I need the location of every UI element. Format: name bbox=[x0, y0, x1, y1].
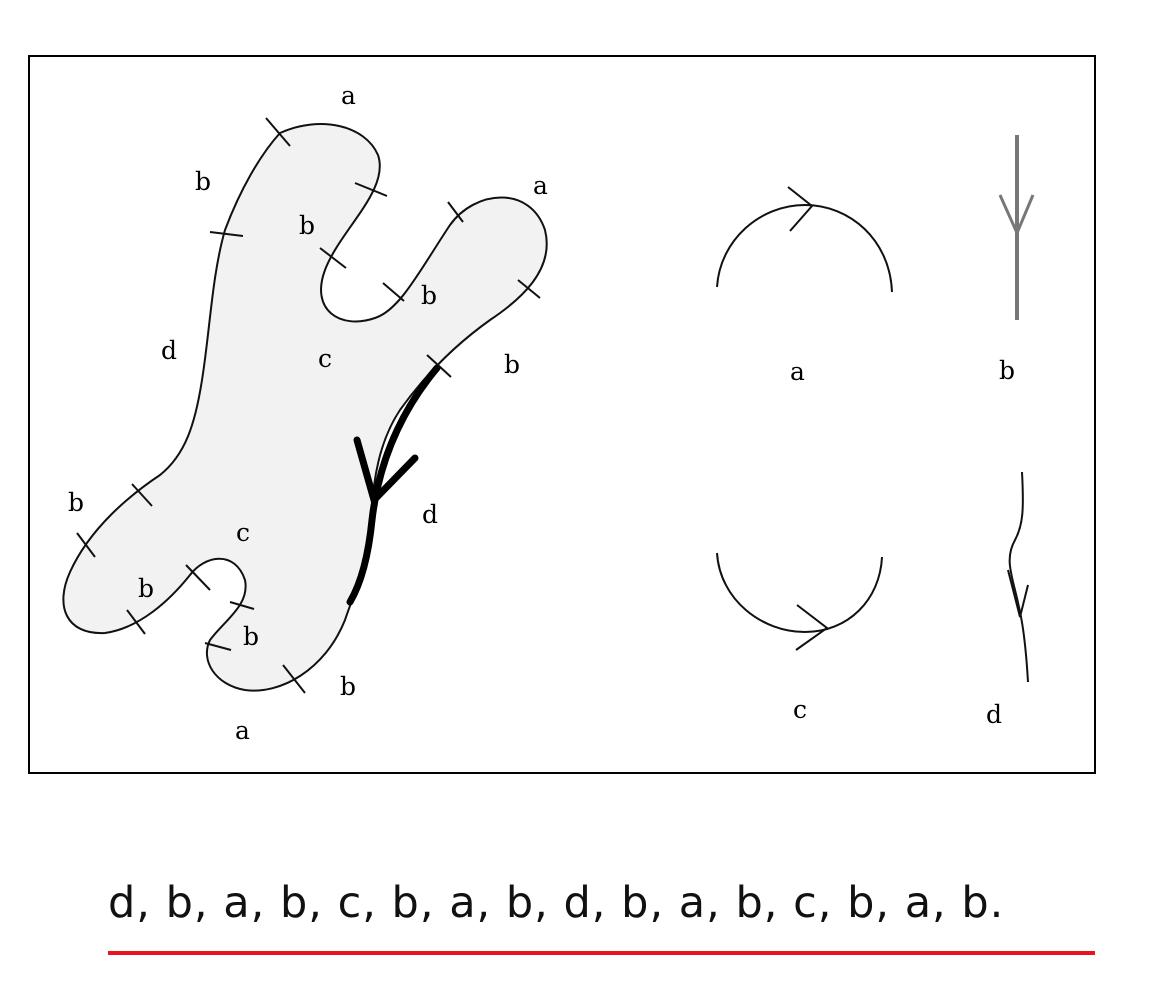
surface-label-b-lower-left: b bbox=[138, 574, 154, 603]
generator-label-a: a bbox=[790, 357, 805, 386]
surface-label-b-upper-left: b bbox=[195, 167, 211, 196]
generator-b bbox=[998, 135, 1035, 320]
surface-label-c-lower: c bbox=[236, 518, 250, 547]
surface-label-b-inner-left: b bbox=[299, 211, 315, 240]
surface-label-a-top: a bbox=[341, 81, 356, 110]
sequence-underline bbox=[108, 951, 1095, 955]
surface-label-d-arrow: d bbox=[422, 500, 438, 529]
generator-c bbox=[716, 552, 883, 651]
surface-label-b-bottom-right: b bbox=[340, 672, 356, 701]
thick-arrow-d bbox=[346, 364, 441, 606]
surface-label-d-left: d bbox=[161, 336, 177, 365]
diagram-frame bbox=[28, 55, 1096, 774]
generator-a bbox=[716, 186, 893, 293]
surface-label-b-inner-right: b bbox=[421, 281, 437, 310]
generator-d bbox=[1007, 471, 1029, 683]
surface-label-c-center: c bbox=[318, 344, 332, 373]
boundary-ticks bbox=[76, 117, 541, 694]
generator-label-d: d bbox=[986, 700, 1002, 729]
surface-label-a-right: a bbox=[533, 171, 548, 200]
surface-label-a-bottom: a bbox=[235, 716, 250, 745]
surface-label-b-right: b bbox=[504, 350, 520, 379]
surface-region bbox=[62, 123, 548, 692]
generator-label-b: b bbox=[999, 356, 1015, 385]
generator-label-c: c bbox=[793, 695, 807, 724]
boundary-word-sequence: d, b, a, b, c, b, a, b, d, b, a, b, c, b… bbox=[108, 878, 1005, 928]
surface-label-b-lower-inner: b bbox=[243, 622, 259, 651]
surface-label-b-left: b bbox=[68, 488, 84, 517]
